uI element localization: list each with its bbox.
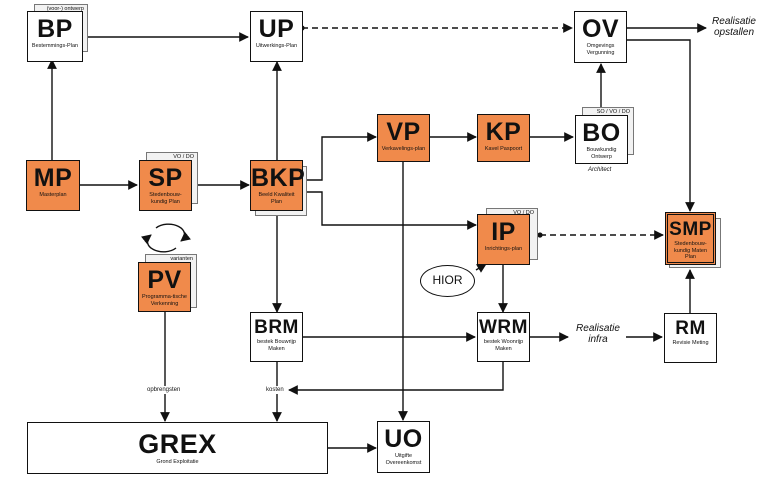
node-rm-abbr: RM	[675, 318, 706, 339]
node-bkp-desc: Beeld Kwaliteit Plan	[258, 192, 295, 205]
node-uo[interactable]: UO Uitgifte Overeenkomst	[377, 421, 430, 473]
node-ip-abbr: IP	[491, 218, 516, 246]
edge-wrm-kosten	[288, 362, 504, 395]
edge-bkp-vp	[303, 132, 377, 181]
node-sp[interactable]: SP Stedenbouw-kundig Plan	[139, 160, 192, 211]
label-realisatie-infra: Realisatie infra	[576, 323, 620, 345]
node-wrm-desc: bestek Woonrijp Maken	[483, 339, 524, 352]
node-kp-desc: Kavel Paspoort	[484, 146, 523, 152]
node-pv[interactable]: PV Programma-tische Verkenning	[138, 262, 191, 312]
node-brm-abbr: BRM	[254, 317, 299, 338]
node-pv-desc: Programma-tische Verkenning	[142, 294, 187, 307]
cycle-arrow-left	[141, 234, 177, 253]
node-bp[interactable]: BP Bestemmings-Plan	[27, 11, 83, 62]
node-up[interactable]: UP Uitwerkings-Plan	[250, 11, 303, 62]
node-bp-abbr: BP	[37, 15, 73, 43]
node-mp[interactable]: MP Masterplan	[26, 160, 80, 211]
edge-hior-ip	[475, 263, 487, 273]
node-kp[interactable]: KP Kavel Paspoort	[477, 114, 530, 162]
node-ov[interactable]: OV Omgevings Vergunning	[574, 11, 627, 63]
edge-bkp-ip	[303, 191, 477, 230]
node-bo-abbr: BO	[582, 119, 621, 147]
node-smp[interactable]: SMP Stedenbouw-kundig Maten Plan	[665, 212, 716, 265]
cycle-arrow-right	[155, 223, 191, 242]
node-uo-abbr: UO	[384, 425, 423, 453]
node-sp-abbr: SP	[148, 164, 183, 192]
node-mp-abbr: MP	[33, 164, 73, 192]
node-vp-desc: Verkavelings-plan	[381, 146, 426, 152]
node-rm[interactable]: RM Revisie Meting	[664, 313, 717, 363]
node-mp-desc: Masterplan	[39, 192, 67, 198]
node-grex[interactable]: GREX Grond Exploitatie	[27, 422, 328, 474]
node-pv-abbr: PV	[147, 266, 182, 294]
node-up-desc: Uitwerkings-Plan	[255, 43, 298, 49]
node-grex-desc: Grond Exploitatie	[156, 459, 199, 465]
node-brm[interactable]: BRM bestek Bouwrijp Maken	[250, 312, 303, 362]
node-wrm-abbr: WRM	[479, 317, 528, 338]
node-ip-desc: Inrichtings-plan	[484, 246, 523, 252]
node-bo[interactable]: BO Bouwkundig Ontwerp	[575, 115, 628, 164]
node-sp-desc: Stedenbouw-kundig Plan	[149, 192, 182, 205]
node-vp[interactable]: VP Verkavelings-plan	[377, 114, 430, 162]
node-ov-desc: Omgevings Vergunning	[586, 43, 615, 56]
node-bkp-abbr: BKP	[251, 164, 306, 192]
node-vp-abbr: VP	[386, 118, 421, 146]
node-hior[interactable]: HIOR	[420, 265, 475, 297]
label-opbrengsten: opbrengsten	[146, 386, 182, 394]
node-bkp[interactable]: BKP Beeld Kwaliteit Plan	[250, 160, 306, 211]
bo-architect-note: Architect	[588, 167, 612, 173]
node-grex-abbr: GREX	[138, 429, 217, 459]
node-bp-desc: Bestemmings-Plan	[31, 43, 79, 49]
node-smp-desc: Stedenbouw-kundig Maten Plan	[673, 241, 708, 260]
node-up-abbr: UP	[258, 15, 295, 43]
node-uo-desc: Uitgifte Overeenkomst	[385, 453, 422, 466]
node-ip[interactable]: IP Inrichtings-plan	[477, 214, 530, 265]
label-kosten: kosten	[265, 386, 285, 394]
node-ov-abbr: OV	[581, 15, 620, 43]
node-bo-desc: Bouwkundig Ontwerp	[586, 147, 617, 160]
label-realisatie-opstallen: Realisatie opstallen	[712, 16, 756, 38]
node-wrm[interactable]: WRM bestek Woonrijp Maken	[477, 312, 530, 362]
node-rm-desc: Revisie Meting	[672, 340, 709, 346]
edge-ov-smp	[626, 39, 695, 212]
node-smp-abbr: SMP	[669, 219, 712, 240]
node-brm-desc: bestek Bouwrijp Maken	[257, 339, 296, 352]
node-kp-abbr: KP	[485, 118, 522, 146]
